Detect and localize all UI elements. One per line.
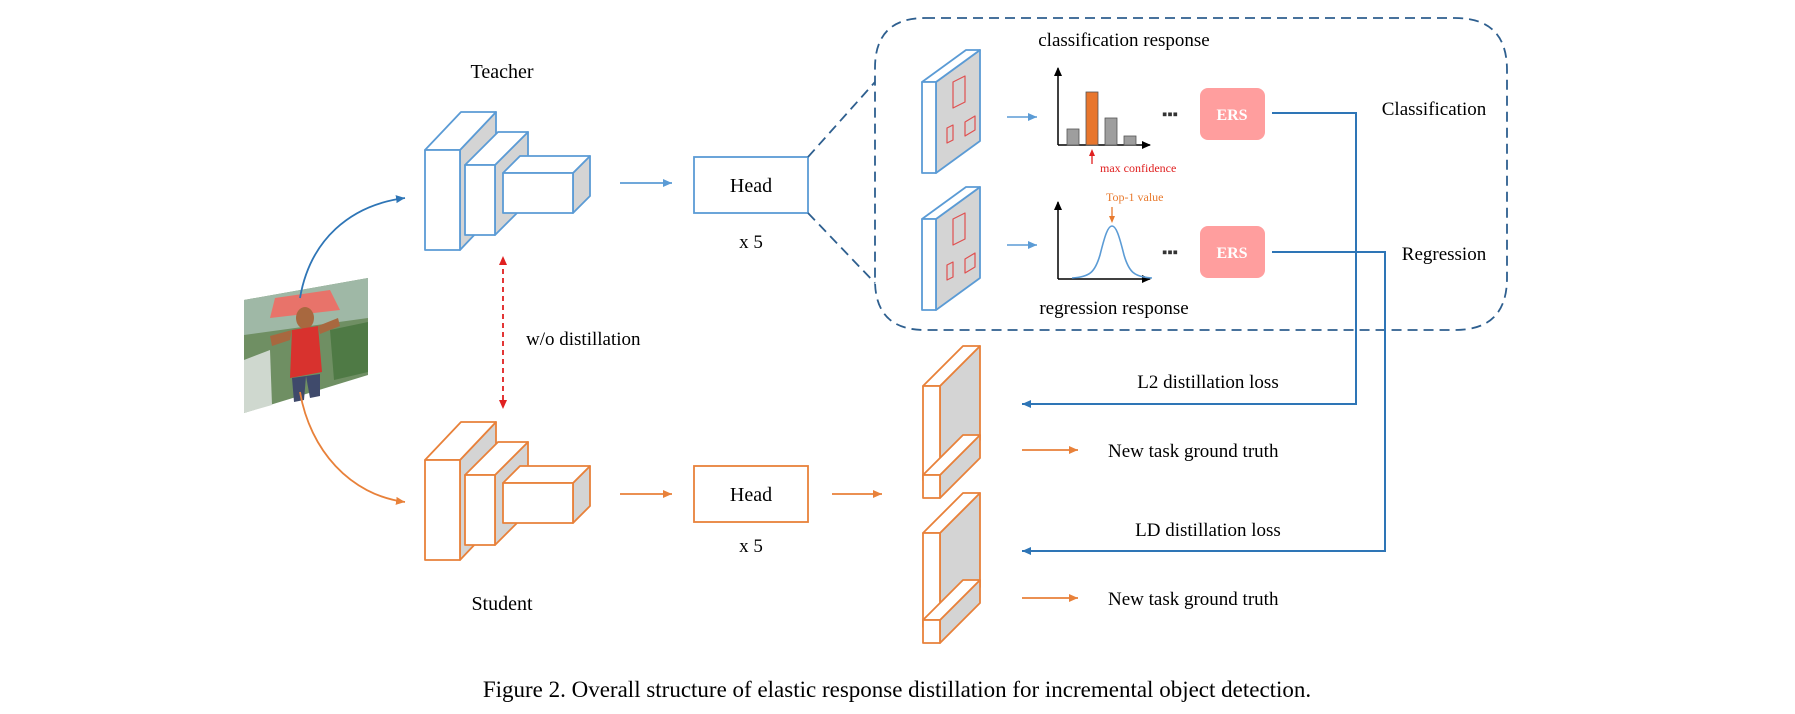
bar-2-max bbox=[1085, 91, 1099, 146]
student-label: Student bbox=[471, 593, 533, 615]
new-task-gt-label-2: New task ground truth bbox=[1108, 589, 1279, 610]
image-to-student-arrow bbox=[299, 391, 406, 505]
ers-reg-box bbox=[1200, 226, 1265, 278]
reg-loss-line bbox=[1022, 251, 1386, 555]
zoom-line-top bbox=[807, 81, 876, 158]
wo-distillation-label: w/o distillation bbox=[526, 329, 641, 350]
ld-distillation-loss-label: LD distillation loss bbox=[1135, 520, 1281, 541]
classification-label: Classification bbox=[1382, 99, 1487, 120]
classification-response-label: classification response bbox=[1038, 30, 1209, 51]
teacher-label: Teacher bbox=[471, 61, 534, 83]
input-image bbox=[244, 278, 368, 413]
ers-reg-label: ERS bbox=[1216, 245, 1247, 262]
figure-caption: Figure 2. Overall structure of elastic r… bbox=[483, 677, 1311, 702]
reg-ellipsis: ▪▪▪ bbox=[1162, 245, 1178, 261]
ers-cls-label: ERS bbox=[1216, 107, 1247, 124]
classification-bar-chart bbox=[1054, 67, 1151, 164]
cls-loss-line bbox=[1022, 112, 1357, 408]
image-to-teacher-arrow bbox=[299, 195, 406, 299]
student-backbone bbox=[424, 421, 591, 561]
teacher-head-label: Head bbox=[730, 175, 772, 197]
l2-distillation-loss-label: L2 distillation loss bbox=[1137, 372, 1278, 393]
teacher-backbone bbox=[424, 111, 591, 251]
bar-3 bbox=[1104, 117, 1118, 146]
reg-feature-map bbox=[921, 186, 981, 311]
student-head-box bbox=[693, 465, 809, 523]
teacher-head-box bbox=[693, 156, 809, 214]
head-detail-region bbox=[874, 17, 1508, 331]
ers-cls-box bbox=[1200, 88, 1265, 140]
cls-feature-map bbox=[921, 49, 981, 174]
new-task-gt-label-1: New task ground truth bbox=[1108, 441, 1279, 462]
cls-ellipsis: ▪▪▪ bbox=[1162, 107, 1178, 123]
gaussian-curve bbox=[1071, 225, 1153, 279]
student-reg-output-maps bbox=[922, 492, 981, 644]
top1-value-label: Top-1 value bbox=[1106, 190, 1163, 204]
teacher-head-multiplier: x 5 bbox=[739, 232, 763, 253]
student-head-label: Head bbox=[730, 484, 772, 506]
regression-distribution-chart bbox=[1054, 201, 1153, 283]
student-cls-output-maps bbox=[922, 345, 981, 499]
zoom-line-bottom bbox=[807, 212, 876, 284]
bar-1 bbox=[1066, 128, 1080, 146]
max-confidence-label: max confidence bbox=[1100, 161, 1176, 175]
regression-response-label: regression response bbox=[1039, 298, 1188, 319]
regression-label: Regression bbox=[1402, 244, 1487, 265]
bar-4 bbox=[1123, 135, 1137, 146]
student-head-multiplier: x 5 bbox=[739, 536, 763, 557]
